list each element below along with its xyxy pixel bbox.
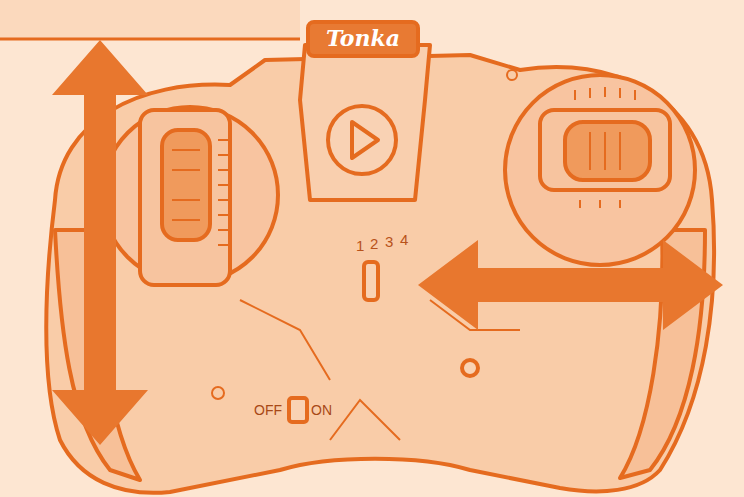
channel-switch <box>364 262 378 300</box>
left-slider-thumb <box>162 130 210 240</box>
play-button <box>328 106 396 174</box>
top-rule <box>0 38 300 41</box>
horizontal-arrow <box>418 240 723 330</box>
thumb-ridges <box>172 150 200 220</box>
center-plate <box>300 45 430 200</box>
channel-number: 3 <box>385 234 393 249</box>
channel-number: 2 <box>370 236 378 251</box>
grip-marks <box>218 140 228 245</box>
grip-marks <box>575 87 635 208</box>
power-switch <box>289 398 307 422</box>
screw <box>212 387 224 399</box>
right-slider-track <box>540 110 670 190</box>
channel-number: 4 <box>400 232 408 247</box>
logo-plate <box>308 22 418 56</box>
channel-number: 1 <box>356 238 364 253</box>
vertical-arrow <box>52 40 148 445</box>
brand-logo: Tonka <box>326 27 400 49</box>
indicator-hole <box>462 360 478 376</box>
top-band <box>0 0 300 38</box>
right-stick-ring <box>505 75 695 265</box>
switch-label: OFF <box>254 403 282 417</box>
left-slider-track <box>140 110 230 285</box>
play-symbol <box>352 122 378 158</box>
screw <box>507 70 517 80</box>
right-slider-thumb <box>565 122 650 180</box>
thumb-ridges <box>590 132 620 170</box>
switch-label: ON <box>311 403 332 417</box>
